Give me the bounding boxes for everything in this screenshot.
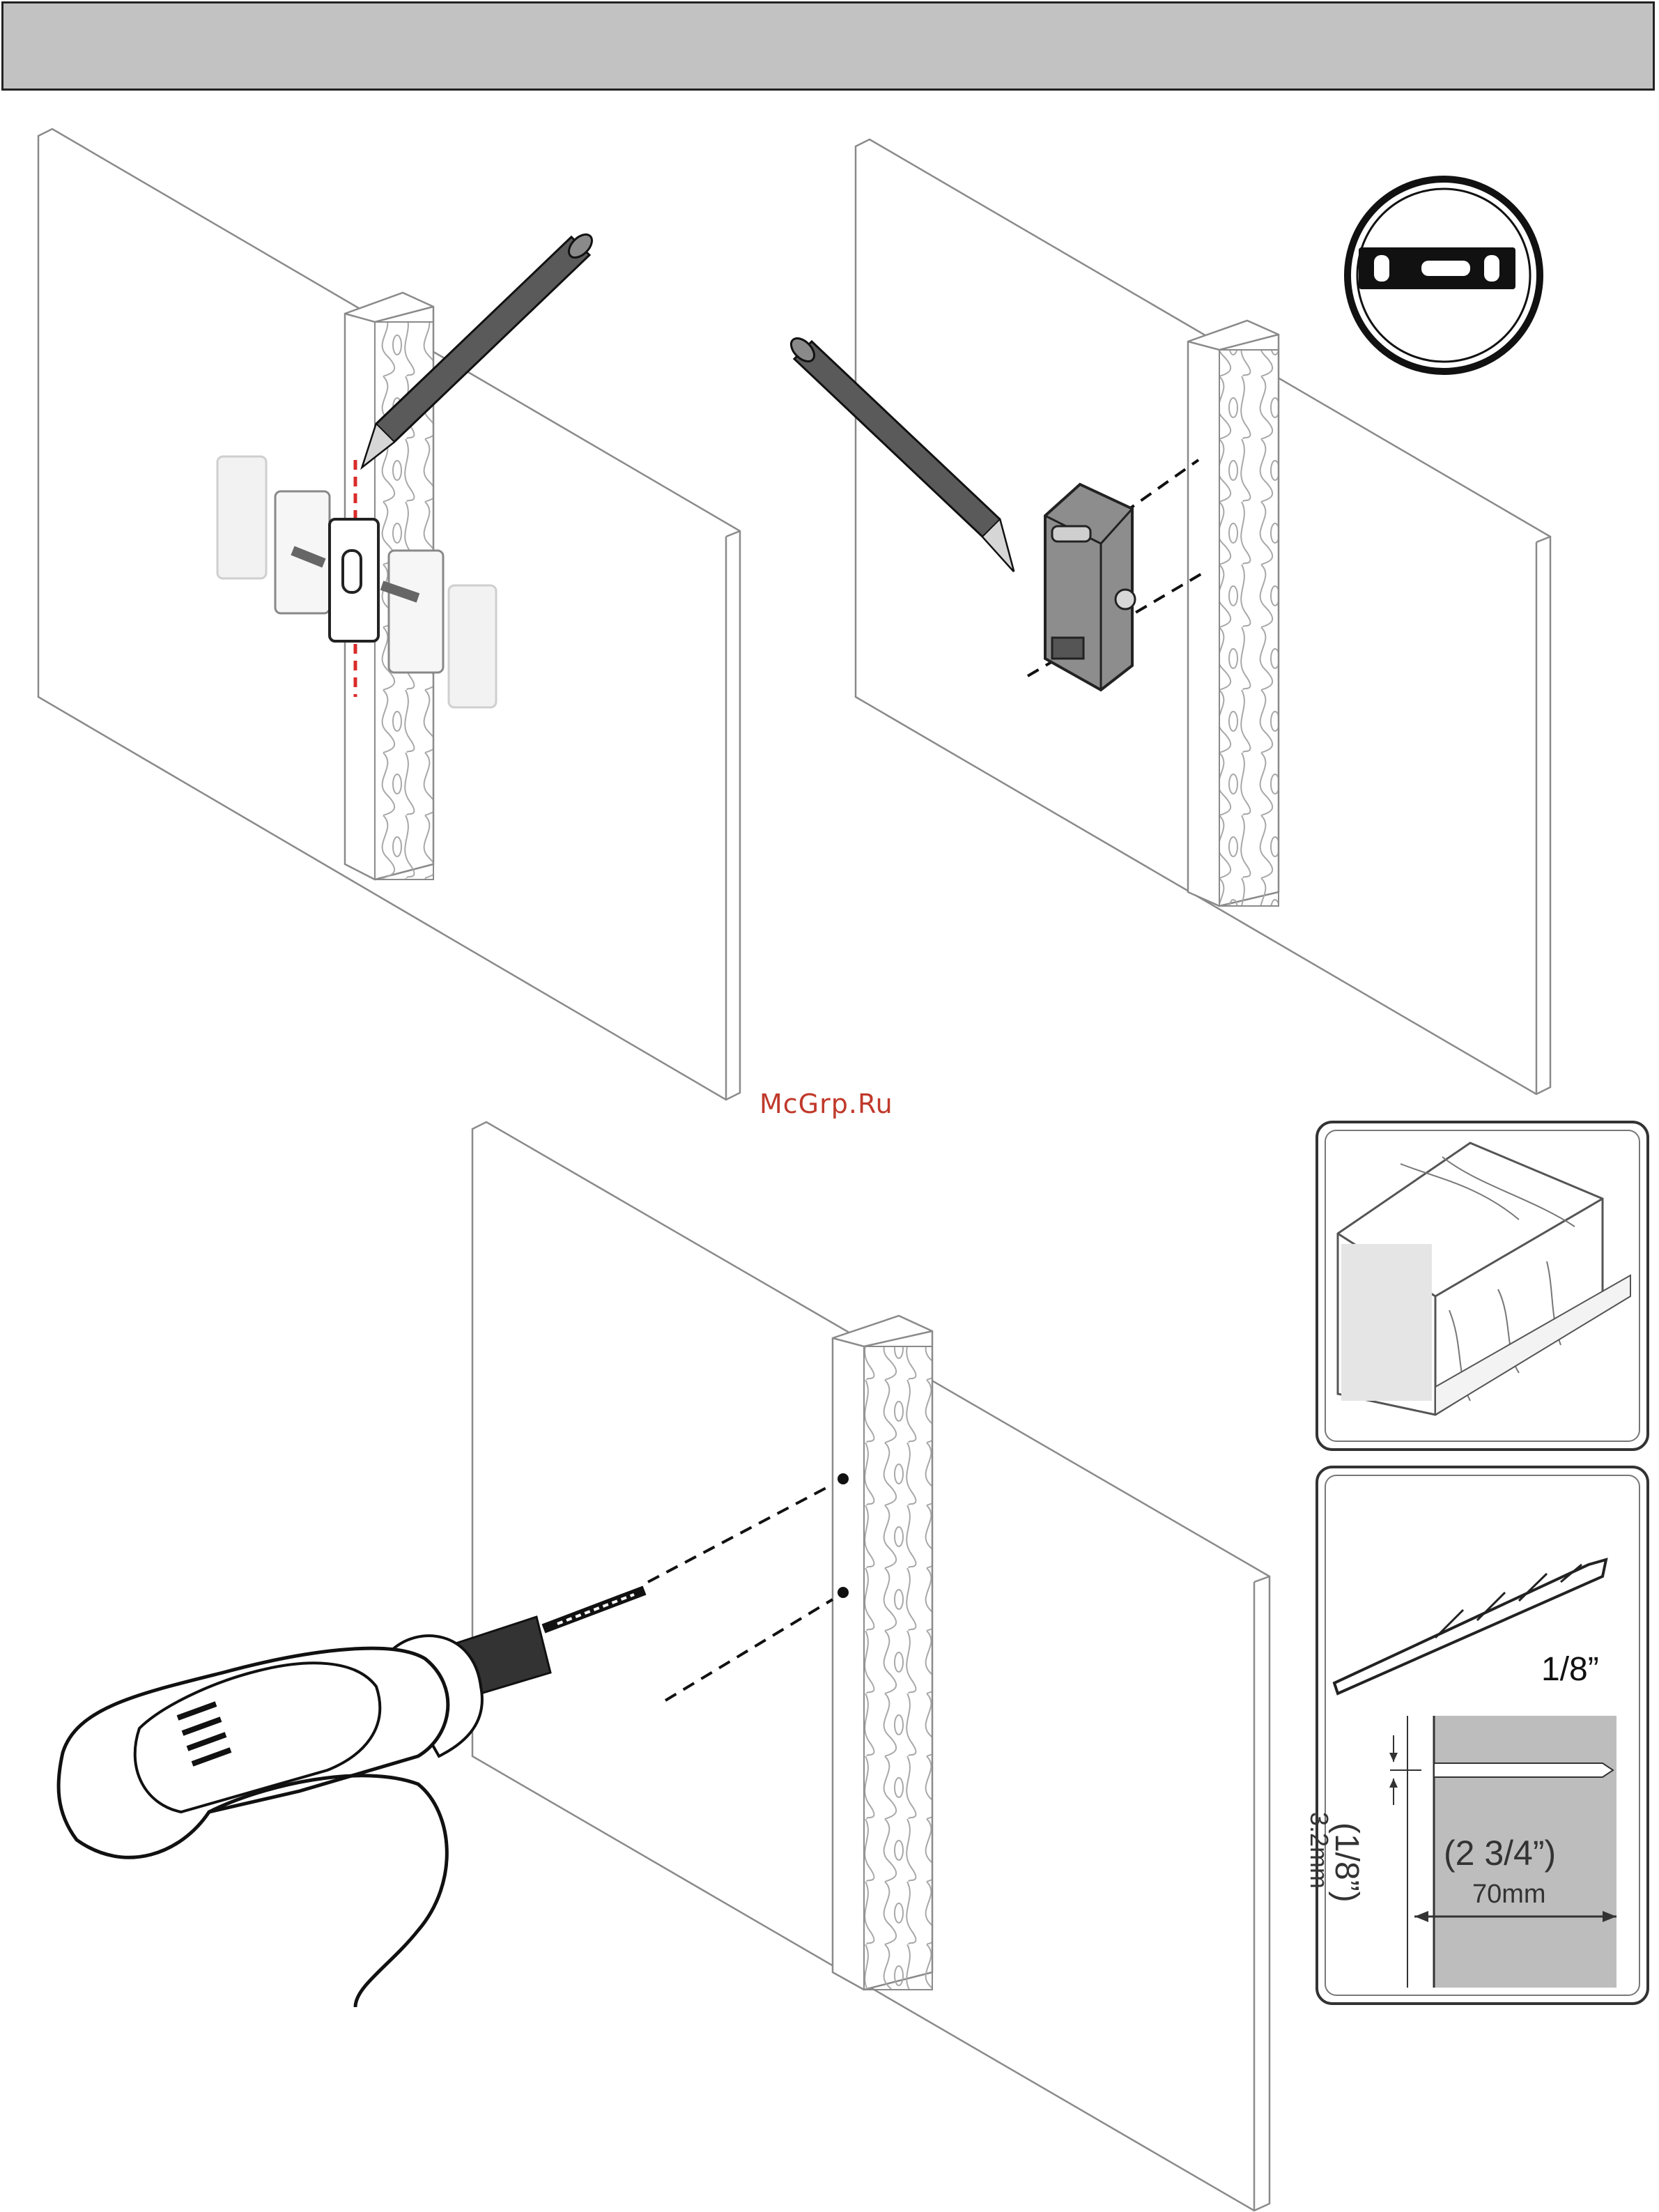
hole-diameter-metric-label: 3.2mm [1304,1812,1334,1889]
step-3-drilling [59,1122,1270,2211]
drill-bit-inset [1317,1467,1648,2004]
drill-depth-metric-label: 70mm [1472,1880,1546,1910]
drill-bit-size-label: 1/8” [1541,1650,1599,1689]
level-icon [1348,179,1540,371]
step-1-stud-finder [38,129,740,1100]
wood-stud-inset [1317,1122,1648,1450]
wood-stud-icon [1188,321,1279,906]
step-2-bracket [787,139,1550,1094]
wall-bracket-icon [1045,484,1135,690]
drill-depth-imperial-label: (2 3/4”) [1444,1833,1556,1873]
watermark-text: McGrp.Ru [759,1089,893,1119]
wood-stud-icon [833,1316,932,1990]
